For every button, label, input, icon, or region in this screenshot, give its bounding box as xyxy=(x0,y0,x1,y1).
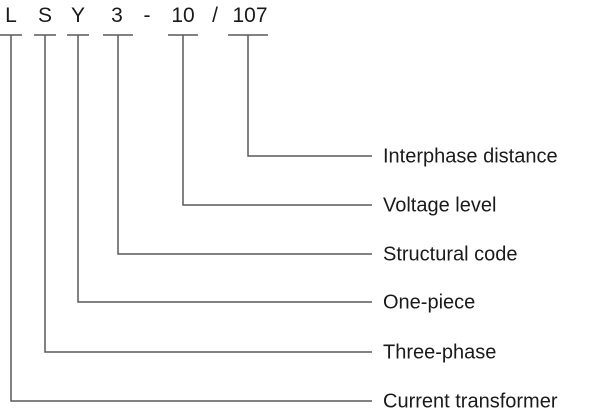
callout-labels: Interphase distance Voltage level Struct… xyxy=(383,145,558,412)
callout-label-current-transformer: Current transformer xyxy=(383,390,558,412)
code-char-L: L xyxy=(5,4,17,27)
code-char-10: 10 xyxy=(171,4,194,27)
leader-one-piece xyxy=(77,35,372,303)
code-char-slash: / xyxy=(212,4,218,27)
leader-lines xyxy=(10,35,372,402)
code-char-dash: - xyxy=(144,4,151,27)
leader-three-phase xyxy=(44,35,372,353)
callout-label-voltage-level: Voltage level xyxy=(383,194,496,216)
code-char-3: 3 xyxy=(111,4,123,27)
leader-voltage-level xyxy=(182,35,372,206)
code-char-Y: Y xyxy=(71,4,85,27)
leader-structural-code xyxy=(117,35,372,255)
callout-label-interphase-distance: Interphase distance xyxy=(383,145,558,167)
leader-current-transformer xyxy=(10,35,372,402)
callout-label-one-piece: One-piece xyxy=(383,291,475,313)
code-char-107: 107 xyxy=(232,4,267,27)
callout-label-three-phase: Three-phase xyxy=(383,341,496,363)
leader-interphase-distance xyxy=(247,35,372,157)
model-code-row: L S Y 3 - 10 / 107 xyxy=(5,4,267,27)
code-char-S: S xyxy=(38,4,52,27)
callout-label-structural-code: Structural code xyxy=(383,243,518,265)
